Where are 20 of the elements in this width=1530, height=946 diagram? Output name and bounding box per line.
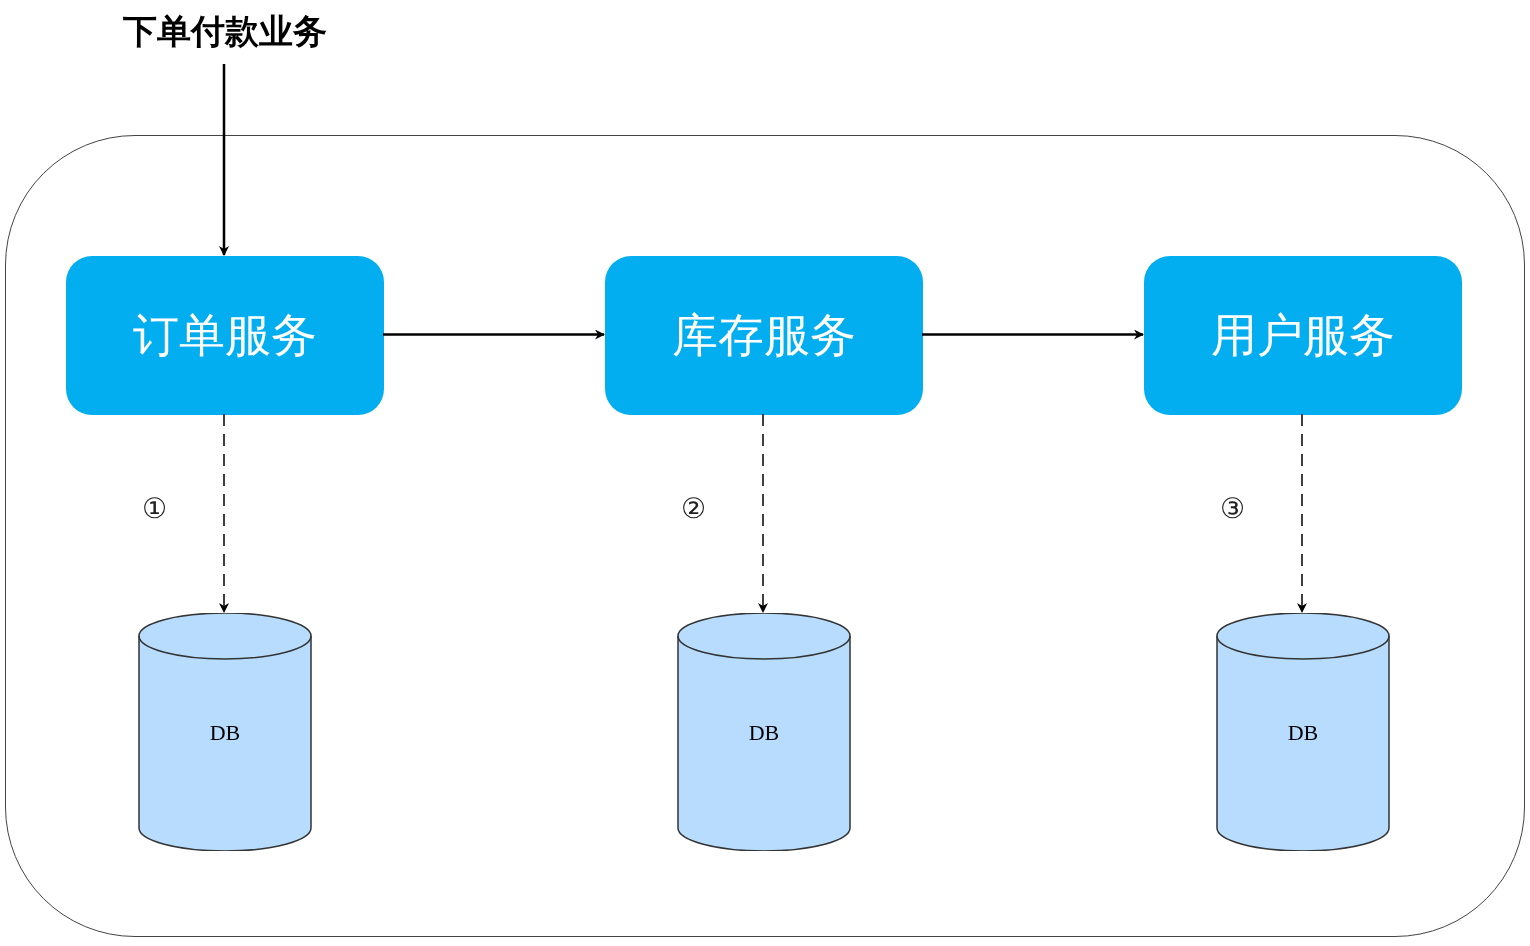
- edge-label: ①: [142, 495, 168, 523]
- service-name: 库存服务: [672, 309, 856, 363]
- arrow: [219, 64, 229, 256]
- flow-title: 下单付款业务: [123, 11, 327, 52]
- edge-label: ③: [1220, 495, 1246, 523]
- dashed-arrow: [1297, 413, 1307, 613]
- arrow: [383, 329, 605, 340]
- service-name: 用户服务: [1211, 309, 1395, 363]
- service-box: [66, 256, 384, 415]
- db-label: DB: [1287, 718, 1319, 747]
- db-label: DB: [748, 718, 780, 747]
- service-box: [1144, 256, 1462, 415]
- db-label: DB: [209, 718, 241, 747]
- service-name: 订单服务: [133, 309, 317, 363]
- arrow: [922, 329, 1144, 340]
- edge-label: ②: [681, 495, 707, 523]
- system-boundary: [5, 135, 1525, 937]
- service-box: [605, 256, 923, 415]
- dashed-arrow: [758, 413, 768, 613]
- dashed-arrow: [219, 413, 229, 613]
